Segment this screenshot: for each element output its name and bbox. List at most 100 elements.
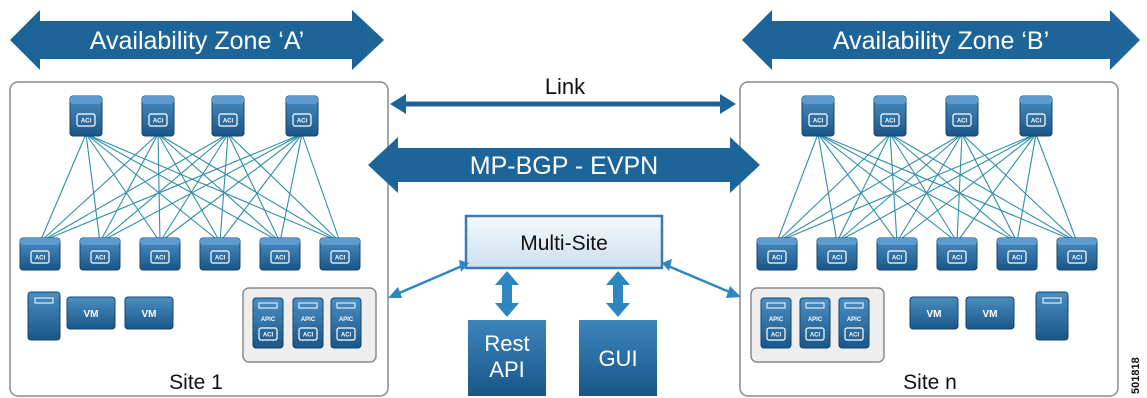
aci-icon: ACI (218, 113, 238, 127)
fabric-link (817, 133, 838, 243)
site-1-leaf-switch: ACI (319, 237, 361, 271)
vm-label: VM (84, 309, 99, 320)
site-1-fabric-links (39, 133, 341, 243)
fabric-link (85, 133, 281, 243)
site-1-leaf-switch: ACI (79, 237, 121, 271)
fabric-link (776, 133, 819, 243)
site-n-spine-switch: ACI (1019, 95, 1053, 137)
aci-label: ACI (341, 333, 352, 339)
fabric-link (817, 133, 898, 243)
fabric-link (39, 133, 159, 243)
fabric-link (157, 133, 281, 243)
fabric-link (776, 133, 963, 243)
aci-icon: ACI (827, 250, 847, 264)
aci-label: ACI (81, 119, 92, 125)
apic-label: APIC (261, 317, 276, 323)
aci-label: ACI (35, 256, 46, 262)
site-n-leaf-switch: ACI (756, 237, 798, 271)
fabric-link (301, 133, 341, 243)
availability-zone-b: Availability Zone ‘B’ (742, 10, 1140, 70)
zone-b-arrow (742, 10, 1140, 70)
site-n-spine-switch: ACI (873, 95, 907, 137)
site-n-fabric-links (776, 133, 1078, 243)
apic-label: APIC (339, 317, 354, 323)
fabric-link (99, 133, 303, 243)
site-1-spine-switch: ACI (141, 95, 175, 137)
rest-api-label-line2: API (489, 357, 524, 382)
fabric-link (1035, 133, 1078, 243)
site-1-leaf-switch: ACI (259, 237, 301, 271)
fabric-switches: ACI ACI ACI ACI ACI ACI ACI ACI ACI ACI ACI ACI ACI A… (19, 95, 1098, 271)
apic-controllers: APICACIAPICACIAPICACIAPICACIAPICACIAPICA… (252, 297, 870, 349)
apic-label: APIC (847, 317, 862, 323)
vm-label: VM (983, 309, 998, 320)
aci-icon: ACI (952, 113, 972, 127)
aci-label: ACI (1031, 119, 1042, 125)
site-n-apic-controller: APIC ACI (838, 297, 870, 349)
orchestrator-connectors (388, 259, 741, 317)
aci-icon: ACI (298, 327, 318, 341)
aci-icon: ACI (76, 113, 96, 127)
aci-label: ACI (297, 119, 308, 125)
fabric-link (961, 133, 1078, 243)
gui-button[interactable]: GUI (579, 320, 657, 396)
fabric-link (896, 133, 1037, 243)
fabric-link (776, 133, 1037, 243)
fabric-link (85, 133, 341, 243)
fabric-link (889, 133, 1018, 243)
aci-icon: ACI (336, 327, 356, 341)
fabric-link (961, 133, 1018, 243)
fabric-link (227, 133, 341, 243)
link-connection: Link (390, 74, 736, 114)
fabric-link (99, 133, 159, 243)
fabric-link (227, 133, 281, 243)
aci-icon: ACI (148, 113, 168, 127)
availability-zone-a: Availability Zone ‘A’ (10, 10, 384, 70)
aci-label: ACI (153, 119, 164, 125)
fabric-link (279, 133, 303, 243)
multi-site-orchestrator: Multi-Site (464, 214, 664, 270)
fabric-link (99, 133, 229, 243)
aci-icon: ACI (805, 327, 825, 341)
site-1-vm: VM (66, 296, 116, 330)
aci-label: ACI (885, 119, 896, 125)
aci-icon: ACI (1026, 113, 1046, 127)
aci-label: ACI (849, 333, 860, 339)
aci-label: ACI (95, 256, 106, 262)
site-1-apic-controller: APIC ACI (330, 297, 362, 349)
apic-label: APIC (301, 317, 316, 323)
aci-icon: ACI (30, 250, 50, 264)
fabric-link (836, 133, 1037, 243)
aci-label: ACI (772, 256, 783, 262)
aci-label: ACI (810, 333, 821, 339)
site-1-label: Site 1 (169, 371, 223, 394)
mpbgp-label: MP-BGP - EVPN (470, 152, 658, 180)
fabric-link (956, 133, 963, 243)
site-n-leaf-switch: ACI (876, 237, 918, 271)
aci-label: ACI (952, 256, 963, 262)
fabric-link (1016, 133, 1037, 243)
aci-label: ACI (275, 256, 286, 262)
fabric-link (157, 133, 221, 243)
aci-icon: ACI (150, 250, 170, 264)
fabric-link (85, 133, 221, 243)
rest-api-button[interactable]: Rest API (468, 320, 546, 396)
site-1-server (27, 291, 61, 341)
aci-icon: ACI (767, 250, 787, 264)
aci-icon: ACI (766, 327, 786, 341)
aci-label: ACI (832, 256, 843, 262)
fabric-link (956, 133, 1037, 243)
site-1-leaf-switch: ACI (199, 237, 241, 271)
vm-label: VM (927, 309, 942, 320)
site-1-vm: VM (124, 296, 174, 330)
fabric-link (39, 133, 229, 243)
fabric-link (157, 133, 161, 243)
aci-label: ACI (813, 119, 824, 125)
aci-icon: ACI (844, 327, 864, 341)
site-1-spine-switch: ACI (285, 95, 319, 137)
aci-label: ACI (223, 119, 234, 125)
aci-label: ACI (1072, 256, 1083, 262)
